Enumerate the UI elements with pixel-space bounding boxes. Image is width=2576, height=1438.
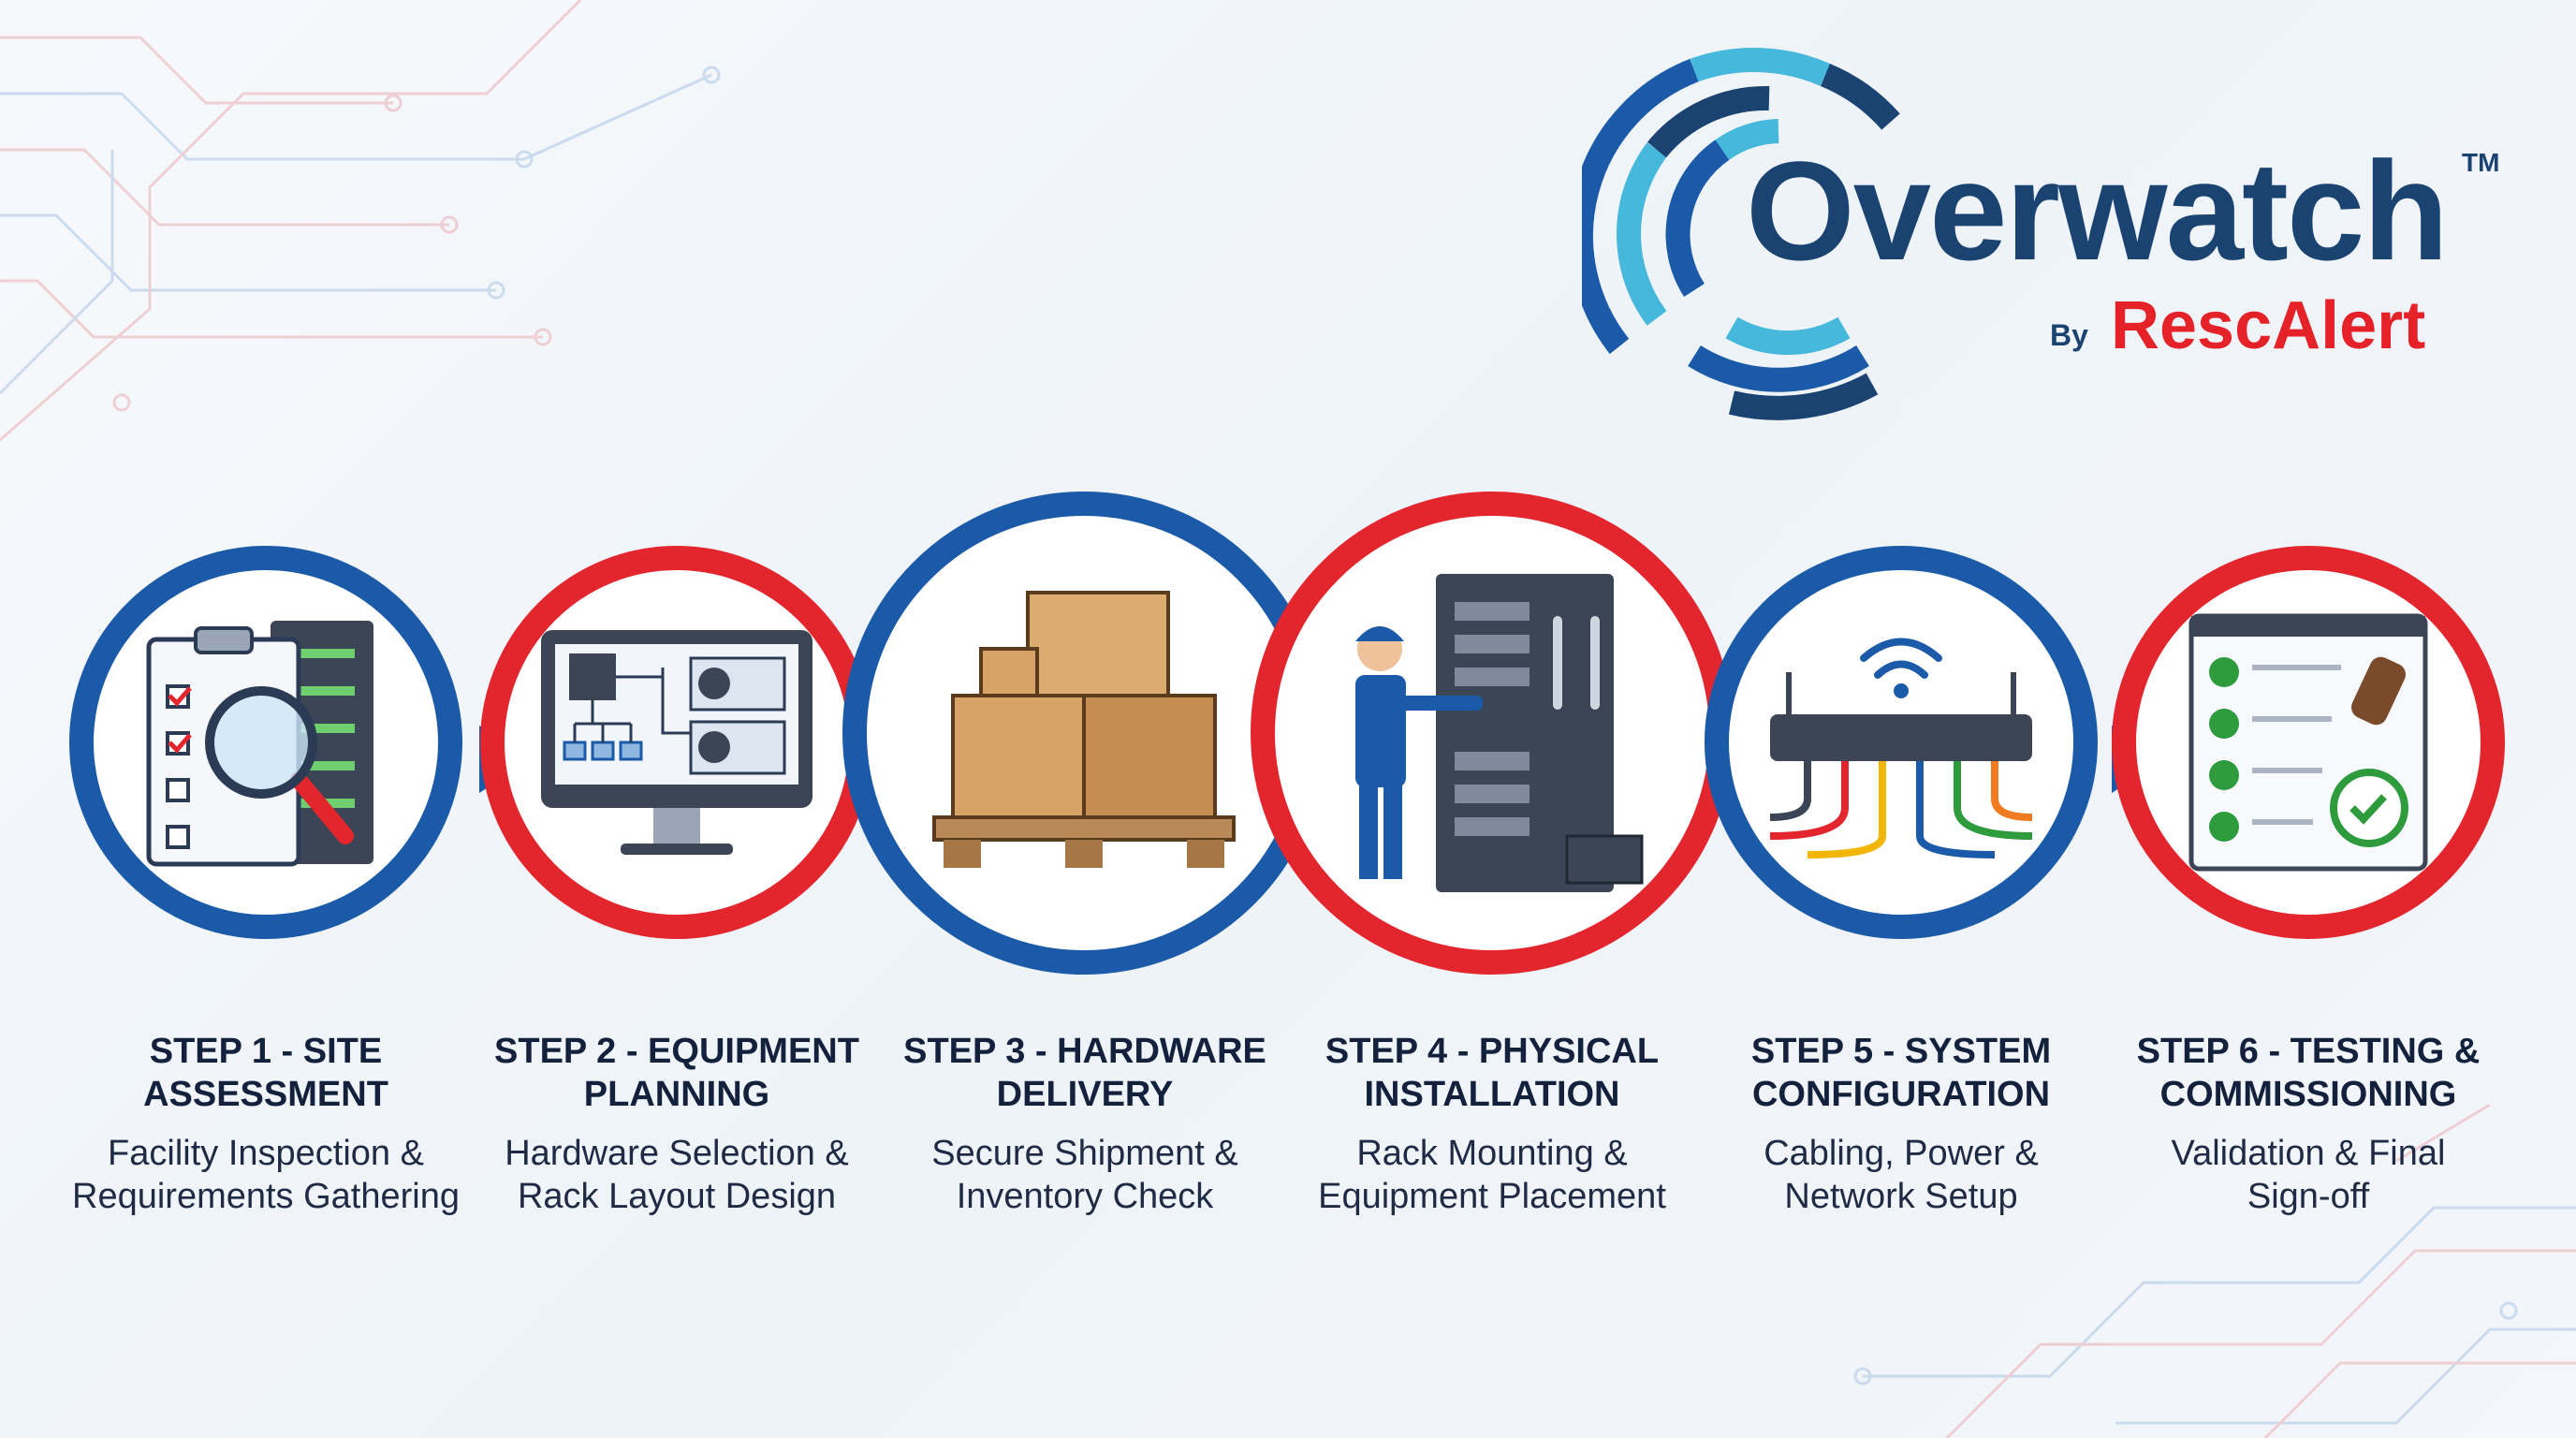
step-4-ring	[1251, 492, 1734, 975]
step-desc-line: Rack Layout Design	[517, 1177, 837, 1216]
trademark-symbol: TM	[2462, 148, 2500, 177]
step-1-title: STEP 1 - SITE ASSESSMENT	[60, 1030, 472, 1116]
circuit-decoration-top-left	[0, 0, 721, 442]
step-2-description: Hardware Selection & Rack Layout Design	[461, 1132, 892, 1218]
step-desc-line: Secure Shipment &	[931, 1134, 1238, 1173]
technician-rack-icon	[1355, 574, 1644, 892]
step-4-description: Rack Mounting & Equipment Placement	[1277, 1132, 1707, 1218]
step-desc-line: Requirements Gathering	[72, 1177, 460, 1216]
step-desc-line: Cabling, Power &	[1764, 1134, 2039, 1173]
step-title-line: STEP 6 - TESTING &	[2136, 1032, 2481, 1071]
boxes-pallet-icon	[932, 591, 1236, 868]
step-title-line: CONFIGURATION	[1751, 1075, 2051, 1114]
step-desc-line: Rack Mounting &	[1356, 1134, 1628, 1173]
step-desc-line: Sign-off	[2247, 1177, 2370, 1216]
step-title-line: PLANNING	[583, 1075, 770, 1114]
step-3-title: STEP 3 - HARDWARE DELIVERY	[879, 1030, 1291, 1116]
step-5-ring	[1705, 546, 2098, 939]
step-4-title: STEP 4 - PHYSICAL INSTALLATION	[1286, 1030, 1698, 1116]
logo-brand-name: RescAlert	[2111, 288, 2426, 363]
step-title-line: STEP 5 - SYSTEM	[1750, 1032, 2052, 1071]
clipboard-magnifier-icon	[146, 621, 373, 867]
monitor-diagram-icon	[541, 630, 812, 855]
overwatch-logo: Overwatch TM By RescAlert	[1582, 47, 2555, 421]
step-title-line: STEP 3 - HARDWARE	[903, 1032, 1266, 1071]
step-5-title: STEP 5 - SYSTEM CONFIGURATION	[1695, 1030, 2107, 1116]
step-desc-line: Equipment Placement	[1318, 1177, 1666, 1216]
step-desc-line: Validation & Final	[2171, 1134, 2446, 1173]
logo-wordmark: Overwatch	[1746, 132, 2449, 289]
step-desc-line: Facility Inspection &	[108, 1134, 424, 1173]
step-desc-line: Network Setup	[1784, 1177, 2018, 1216]
step-title-line: ASSESSMENT	[143, 1075, 388, 1114]
step-6-ring	[2112, 546, 2505, 939]
step-2-title: STEP 2 - EQUIPMENT PLANNING	[471, 1030, 883, 1116]
circuit-decoration-bottom-right	[1853, 1105, 2576, 1438]
step-title-line: STEP 4 - PHYSICAL	[1325, 1032, 1660, 1071]
step-3-description: Secure Shipment & Inventory Check	[870, 1132, 1300, 1218]
step-1-ring	[69, 546, 462, 939]
step-title-line: INSTALLATION	[1364, 1075, 1620, 1114]
step-1-description: Facility Inspection & Requirements Gather…	[51, 1132, 481, 1218]
step-6-title: STEP 6 - TESTING & COMMISSIONING	[2102, 1030, 2514, 1116]
checklist-stamp-icon	[2188, 613, 2428, 872]
step-desc-line: Inventory Check	[956, 1177, 1214, 1216]
step-title-line: STEP 2 - EQUIPMENT	[494, 1032, 859, 1071]
step-5-description: Cabling, Power & Network Setup	[1686, 1132, 2116, 1218]
step-3-ring	[842, 492, 1325, 975]
network-switch-icon	[1769, 638, 2033, 858]
step-2-ring	[480, 546, 873, 939]
step-title-line: COMMISSIONING	[2159, 1075, 2457, 1114]
step-title-line: STEP 1 - SITE	[149, 1032, 383, 1071]
radar-emblem-icon	[1582, 48, 1900, 420]
logo-by-label: By	[2050, 318, 2088, 352]
step-desc-line: Hardware Selection &	[505, 1134, 849, 1173]
step-title-line: DELIVERY	[996, 1075, 1174, 1114]
